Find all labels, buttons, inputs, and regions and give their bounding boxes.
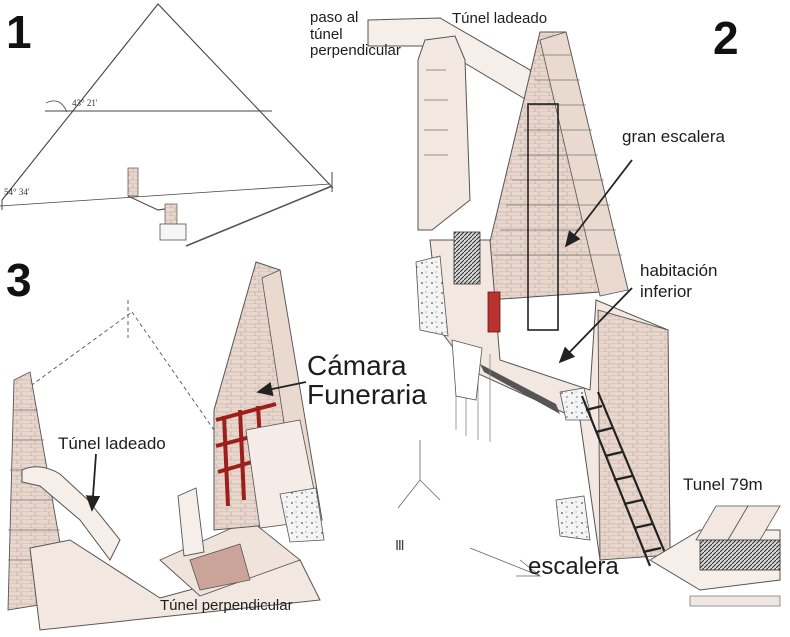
angle-label-base: 54° 34' [4, 187, 30, 197]
label-arrows [85, 159, 633, 512]
panel-number-2: 2 [713, 12, 739, 64]
label-tunel-79m: Tunel 79m [683, 475, 763, 494]
panel-1-cross-section [0, 3, 334, 247]
label-tunel-ladeado-3: Túnel ladeado [58, 434, 166, 453]
label-tunel-perpendicular: Túnel perpendicular [160, 597, 293, 614]
label-escalera: escalera [528, 553, 619, 580]
label-habitacion-line1: habitación [640, 261, 718, 280]
label-paso-line1: paso al [310, 9, 359, 26]
panel-1-gallery [127, 167, 333, 247]
panel-2-ladder [580, 391, 670, 567]
panel-number-1: 1 [6, 6, 32, 58]
panel-number-3: 3 [6, 254, 32, 306]
label-paso-line2: túnel [310, 26, 343, 43]
panel-2-small-glyph: Ⅲ [395, 539, 405, 555]
panel-2-isometric: Ⅲ [367, 17, 781, 607]
label-camara-line1: Cámara [307, 350, 407, 381]
angle-label-top: 43° 21' [72, 98, 98, 108]
label-camara-line2: Funeraria [307, 379, 427, 410]
label-tunel-ladeado-2: Túnel ladeado [452, 10, 548, 27]
label-gran-escalera: gran escalera [622, 127, 726, 146]
label-habitacion-line2: inferior [640, 282, 692, 301]
panel-3-isometric [7, 261, 325, 631]
label-paso-line3: perpendicular [310, 42, 401, 59]
